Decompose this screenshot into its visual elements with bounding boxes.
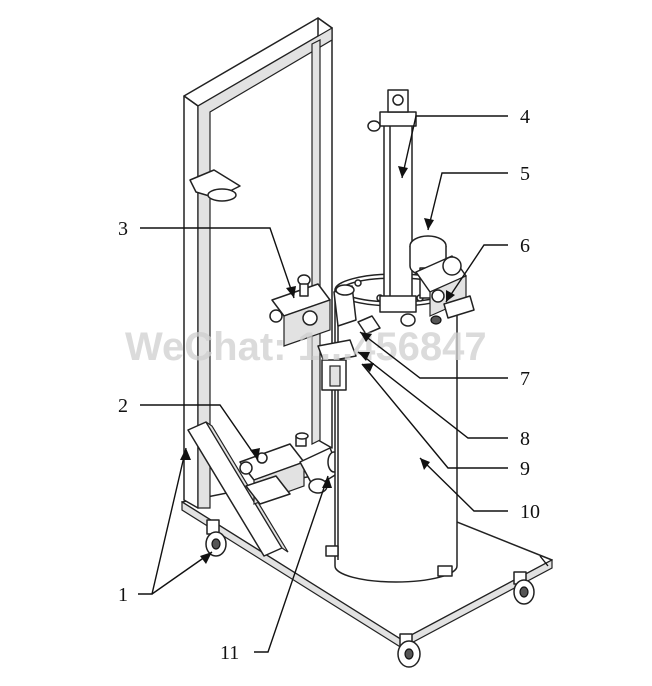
label-8: 8	[520, 428, 530, 450]
lower-valve-assembly	[239, 432, 309, 505]
watermark-text: WeChat: 1...456847	[125, 325, 487, 369]
label-11: 11	[220, 642, 239, 664]
label-10: 10	[520, 501, 540, 523]
caster-wheel-right	[513, 571, 535, 605]
arrowheads	[180, 166, 455, 564]
caster-wheel-front	[397, 633, 421, 668]
leader-lines	[138, 115, 508, 653]
label-9: 9	[520, 458, 530, 480]
caster-wheel-left	[205, 519, 227, 557]
part-labels: 1 2 3 4 5 6 7 8 9 10 11	[118, 106, 540, 664]
label-2: 2	[118, 395, 128, 417]
label-4: 4	[520, 106, 530, 128]
upper-valve-assembly	[269, 274, 331, 347]
label-7: 7	[520, 368, 530, 390]
lid-clamp	[317, 284, 381, 391]
label-3: 3	[118, 218, 128, 240]
label-1: 1	[118, 584, 128, 606]
label-5: 5	[520, 163, 530, 185]
air-cylinder	[367, 89, 417, 327]
label-6: 6	[520, 235, 530, 257]
